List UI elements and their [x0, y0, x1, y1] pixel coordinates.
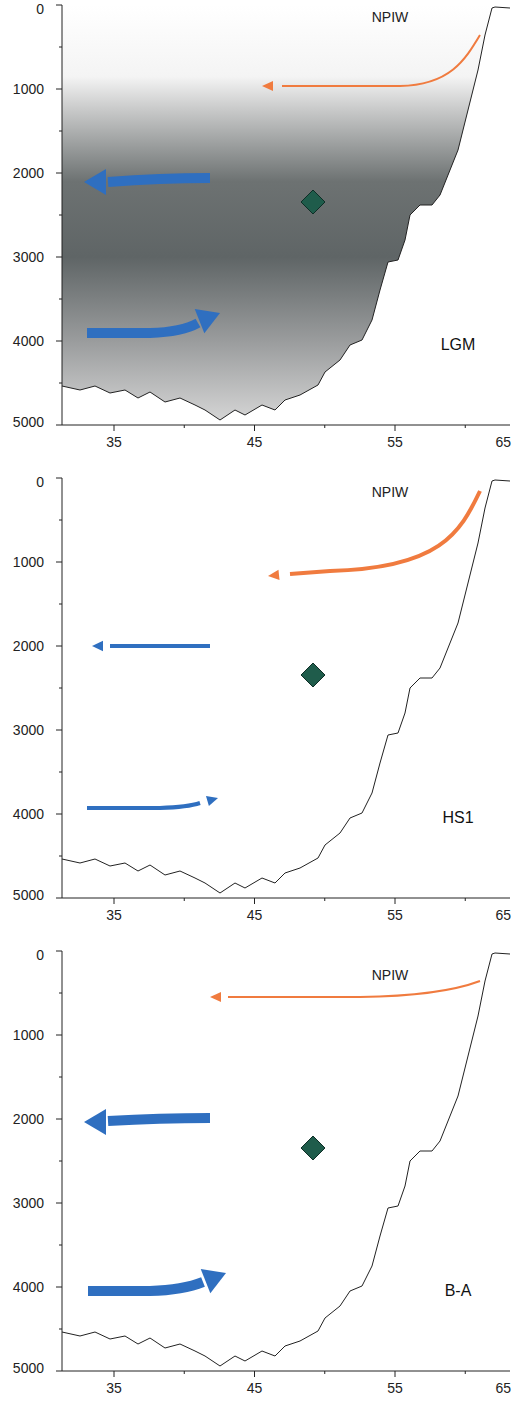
- water-mass: [62, 5, 492, 420]
- flow-arrow: [87, 323, 198, 333]
- axis-frame: [62, 951, 510, 1371]
- depth-tick-label: 4000: [13, 334, 44, 348]
- flow-arrow: [108, 178, 210, 182]
- depth-tick-label: 2000: [13, 1112, 44, 1126]
- core-site-diamond: [301, 1136, 325, 1160]
- latitude-tick-label: 55: [387, 908, 403, 922]
- seafloor-profile: [62, 953, 510, 1366]
- flow-arrow: [290, 491, 480, 574]
- flow-arrow: [228, 981, 480, 997]
- depth-tick-label: 5000: [13, 888, 44, 902]
- core-site-diamond: [301, 190, 325, 214]
- depth-tick-label: 5000: [13, 415, 44, 429]
- core-site-diamond: [301, 663, 325, 687]
- flow-arrow: [88, 1282, 203, 1291]
- depth-tick-label: 5000: [13, 1361, 44, 1375]
- depth-tick-label: 3000: [13, 1196, 44, 1210]
- latitude-tick-label: 65: [495, 1381, 511, 1395]
- depth-tick-label: 0: [36, 475, 44, 489]
- depth-tick-label: 1000: [13, 555, 44, 569]
- latitude-tick-label: 65: [495, 908, 511, 922]
- depth-tick-label: 2000: [13, 639, 44, 653]
- latitude-tick-label: 45: [247, 908, 263, 922]
- latitude-tick-label: 35: [106, 435, 122, 449]
- depth-tick-label: 2000: [13, 166, 44, 180]
- latitude-tick-label: 55: [387, 1381, 403, 1395]
- depth-tick-label: 0: [36, 948, 44, 962]
- axis-frame: [62, 478, 510, 898]
- axis-frame: [62, 5, 510, 425]
- water-mass-label: NPIW: [372, 10, 409, 24]
- latitude-tick-label: 65: [495, 435, 511, 449]
- flow-arrow: [87, 803, 200, 808]
- depth-tick-label: 0: [36, 2, 44, 16]
- period-label: B-A: [445, 1283, 472, 1299]
- depth-tick-label: 3000: [13, 723, 44, 737]
- flow-arrow: [282, 35, 480, 86]
- flow-arrow: [110, 644, 210, 648]
- latitude-tick-label: 45: [247, 1381, 263, 1395]
- latitude-tick-label: 35: [106, 1381, 122, 1395]
- water-mass-label: NPIW: [372, 485, 409, 499]
- section-panel: [56, 5, 515, 431]
- depth-tick-label: 4000: [13, 1280, 44, 1294]
- seafloor-profile: [62, 7, 510, 420]
- seafloor-profile: [62, 480, 510, 893]
- section-panel: [56, 478, 515, 904]
- depth-tick-label: 1000: [13, 82, 44, 96]
- latitude-tick-label: 55: [387, 435, 403, 449]
- period-label: HS1: [442, 810, 473, 826]
- flow-arrow: [108, 1118, 210, 1121]
- period-label: LGM: [441, 337, 476, 353]
- latitude-tick-label: 45: [247, 435, 263, 449]
- latitude-tick-label: 35: [106, 908, 122, 922]
- section-panel: [56, 951, 515, 1377]
- depth-tick-label: 4000: [13, 807, 44, 821]
- water-mass: [62, 478, 492, 893]
- water-mass-label: NPIW: [372, 968, 409, 982]
- depth-tick-label: 1000: [13, 1028, 44, 1042]
- water-mass: [62, 951, 492, 1366]
- depth-tick-label: 3000: [13, 250, 44, 264]
